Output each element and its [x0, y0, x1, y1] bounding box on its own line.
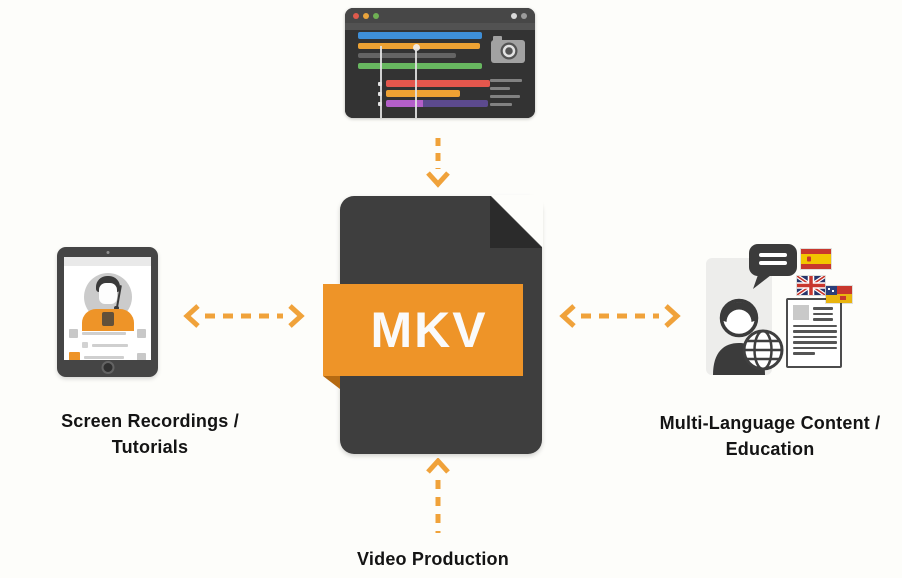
tablet-camera-dot-icon	[106, 251, 109, 254]
doc-text-line	[793, 346, 837, 349]
tablet-home-button-icon	[101, 361, 114, 374]
arrow-left-right-icon	[559, 304, 681, 328]
timeline-clip-bar	[386, 90, 460, 97]
label-screen-recordings-line1: Screen Recordings /	[61, 411, 239, 431]
window-dot-icon	[521, 12, 527, 19]
timeline-clip-bar	[423, 100, 488, 107]
list-thumb-square	[82, 342, 88, 348]
list-action-square	[137, 353, 146, 360]
label-screen-recordings: Screen Recordings / Tutorials	[0, 408, 300, 460]
timeline-clip-bar	[358, 32, 482, 39]
tablet-list-row	[69, 352, 146, 360]
panel-text-line	[490, 103, 512, 106]
document-icon	[786, 298, 842, 368]
doc-text-line	[793, 341, 837, 344]
camera-icon	[491, 36, 525, 63]
timeline-track-row	[358, 62, 488, 69]
list-thumb-square	[69, 329, 78, 338]
arrow-up-icon	[426, 458, 450, 533]
doc-body-lines	[793, 324, 837, 355]
avatar-chest-badge	[101, 312, 114, 326]
traffic-lights-icon	[353, 12, 379, 19]
timeline-track-row	[358, 80, 490, 87]
traffic-light-dot-icon	[363, 12, 369, 19]
doc-text-line	[793, 330, 837, 333]
tablet-list	[64, 329, 151, 360]
label-multilanguage-line1: Multi-Language Content /	[659, 413, 881, 433]
list-action-square	[137, 329, 146, 338]
tablet-list-row	[69, 329, 146, 338]
playhead-handle-icon	[412, 44, 420, 51]
multilanguage-icon-group	[700, 238, 862, 380]
doc-text-line	[813, 318, 833, 321]
timeline-clip-bar	[358, 62, 482, 69]
editor-body	[345, 30, 535, 118]
format-banner: MKV	[323, 284, 523, 376]
list-thumb-square	[69, 352, 80, 360]
doc-text-line	[813, 307, 833, 310]
panel-text-line	[490, 95, 520, 98]
timeline-track-row	[358, 100, 488, 107]
document-header	[793, 305, 835, 321]
tablet-screen-header	[64, 257, 151, 266]
doc-side-lines	[813, 305, 835, 321]
video-editor-window-icon	[345, 8, 535, 118]
arrow-down-icon	[426, 138, 450, 188]
label-video-production: Video Production	[323, 546, 543, 572]
arrow-left-right-icon	[183, 304, 305, 328]
label-multilanguage: Multi-Language Content / Education	[620, 410, 902, 462]
timeline-track-row	[358, 32, 488, 39]
window-dots-right	[511, 12, 527, 19]
mixed-flag-icon	[826, 286, 852, 303]
speech-bubble-icon	[749, 244, 797, 289]
traffic-light-dot-icon	[353, 12, 359, 19]
timeline-clip-bar	[358, 53, 456, 58]
globe-icon	[742, 329, 784, 371]
headset-mic-tip-icon	[113, 306, 119, 310]
label-video-production-text: Video Production	[357, 549, 509, 569]
doc-text-line	[813, 312, 833, 315]
label-multilanguage-line2: Education	[725, 439, 815, 459]
list-text-line	[92, 343, 128, 347]
timeline-track-row	[358, 52, 488, 59]
document-image-placeholder	[793, 305, 809, 320]
timeline-track-row	[358, 42, 488, 49]
panel-text-line	[490, 87, 510, 90]
list-text-line	[84, 356, 124, 359]
tablet-presenter-icon	[57, 247, 158, 377]
avatar-face	[98, 283, 117, 304]
uk-flag-icon	[797, 276, 825, 295]
editor-side-panel	[490, 33, 528, 106]
label-screen-recordings-line2: Tutorials	[111, 437, 189, 457]
mkv-file-icon: MKV	[323, 195, 543, 454]
window-dot-icon	[511, 12, 517, 19]
list-text-line	[82, 332, 126, 335]
spain-flag-icon	[801, 249, 831, 269]
editor-titlebar	[345, 8, 535, 23]
panel-text-lines	[490, 79, 528, 106]
format-label: MKV	[370, 302, 488, 358]
editor-toolbar	[345, 23, 535, 30]
timeline-track-row	[358, 90, 488, 97]
banner-fold-icon	[323, 376, 340, 389]
doc-text-line	[793, 352, 815, 355]
tablet-list-row	[69, 342, 146, 348]
doc-text-line	[793, 335, 837, 338]
timeline-tracks	[358, 32, 490, 107]
doc-text-line	[793, 324, 837, 327]
tablet-screen	[64, 257, 151, 360]
timeline-clip-bar	[386, 80, 490, 87]
traffic-light-dot-icon	[373, 12, 379, 19]
panel-text-line	[490, 79, 522, 82]
timeline-clip-bar	[386, 100, 423, 107]
playhead-line-with-handle	[412, 44, 420, 118]
playhead-line	[380, 46, 382, 118]
